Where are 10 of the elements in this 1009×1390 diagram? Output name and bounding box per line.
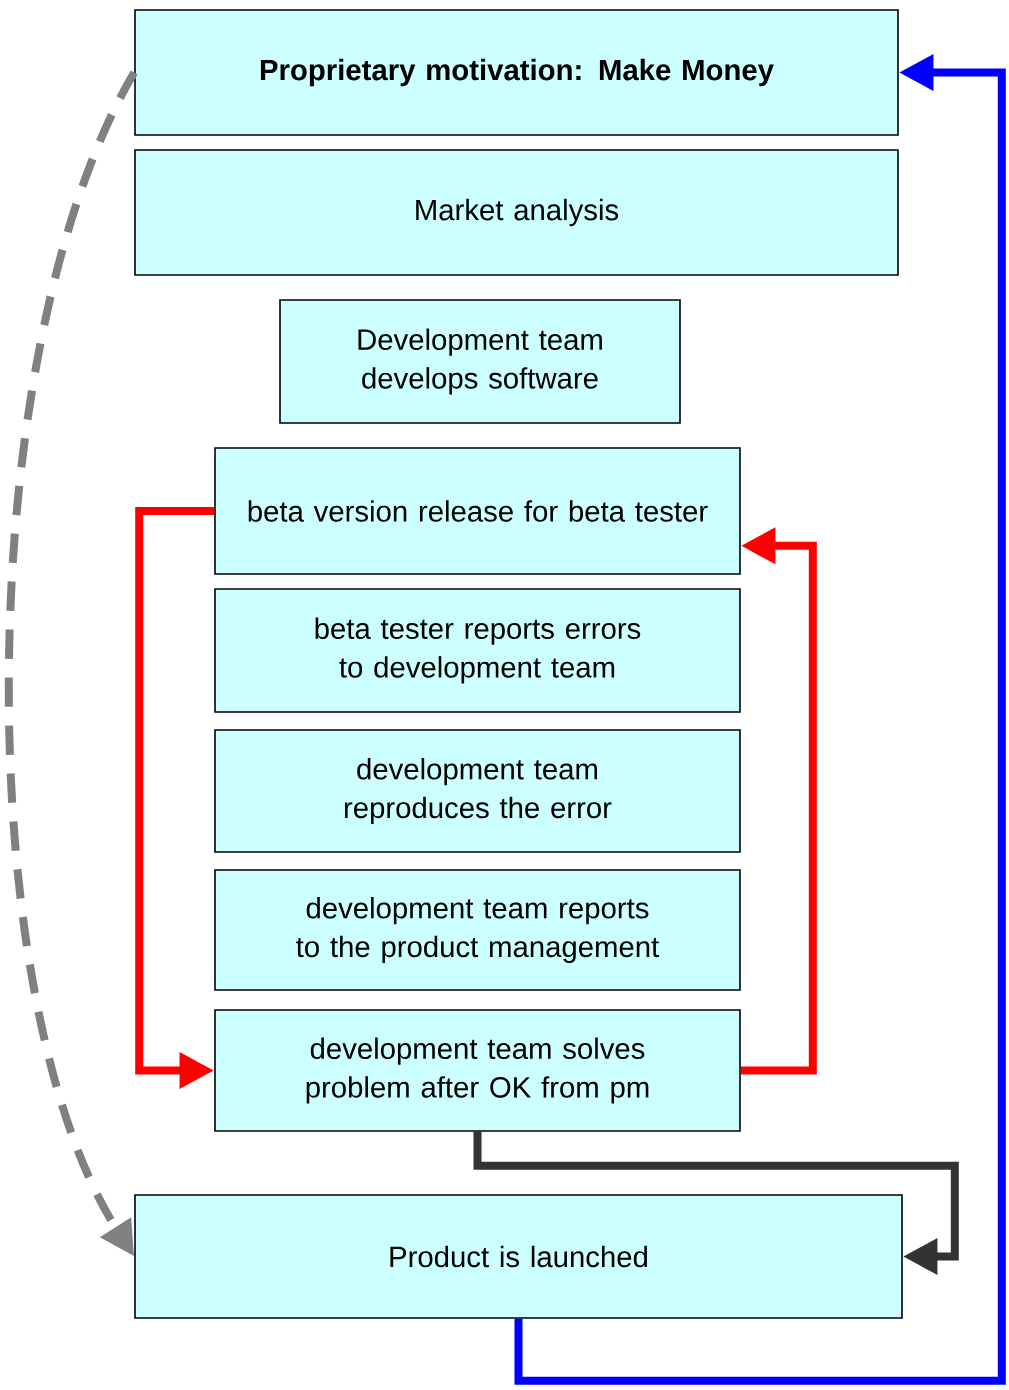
process-box: development team solves problem after OK from pm	[214, 1009, 741, 1132]
process-box: beta tester reports errors to development team	[214, 588, 741, 713]
arrow	[473, 1131, 959, 1276]
process-box: Product is launched	[134, 1194, 903, 1319]
process-box: Market analysis	[134, 149, 899, 276]
process-box: beta version release for beta tester	[214, 447, 741, 575]
process-box: development team reports to the product management	[214, 869, 741, 991]
process-box: development team reproduces the error	[214, 729, 741, 853]
process-box: Proprietary motivation: Make Money	[134, 9, 899, 136]
process-box: Development team develops software	[279, 299, 681, 424]
